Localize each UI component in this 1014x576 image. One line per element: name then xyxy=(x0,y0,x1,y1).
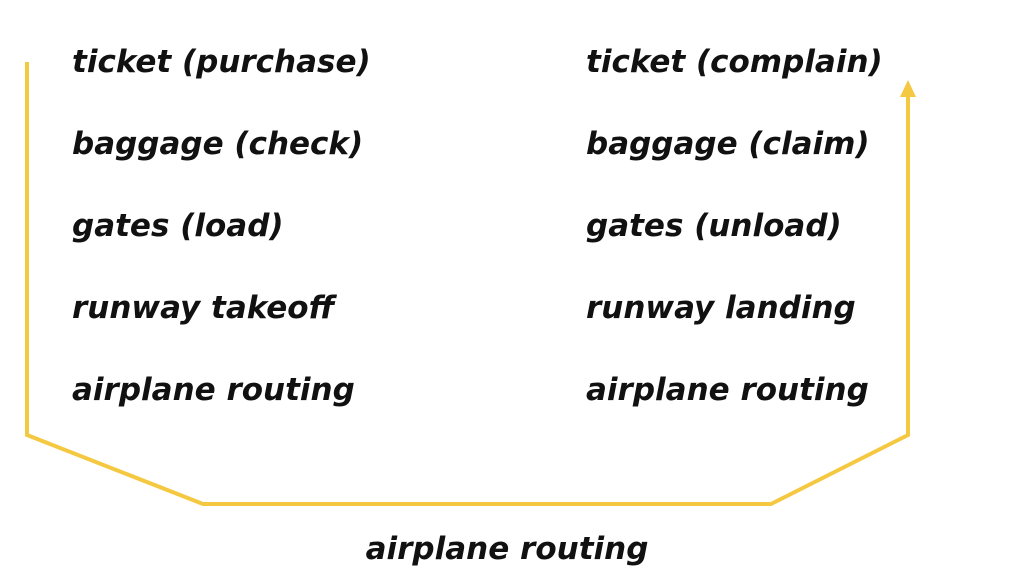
step-baggage-check: baggage (check) xyxy=(72,126,364,162)
step-gates-unload: gates (unload) xyxy=(586,208,842,244)
step-gates-load: gates (load) xyxy=(72,208,284,244)
step-airplane-routing-departure: airplane routing xyxy=(72,372,355,408)
step-baggage-claim: baggage (claim) xyxy=(586,126,870,162)
bottom-routing-label: airplane routing xyxy=(365,531,649,567)
arrow-up-icon xyxy=(900,80,916,97)
step-ticket-complain: ticket (complain) xyxy=(586,44,883,80)
step-runway-takeoff: runway takeoff xyxy=(72,290,335,326)
step-airplane-routing-arrival: airplane routing xyxy=(586,372,869,408)
step-ticket-purchase: ticket (purchase) xyxy=(72,44,371,80)
arrival-steps: ticket (complain) baggage (claim) gates … xyxy=(586,40,883,450)
step-runway-landing: runway landing xyxy=(586,290,856,326)
flow-line xyxy=(25,62,910,506)
departure-steps: ticket (purchase) baggage (check) gates … xyxy=(72,40,371,450)
